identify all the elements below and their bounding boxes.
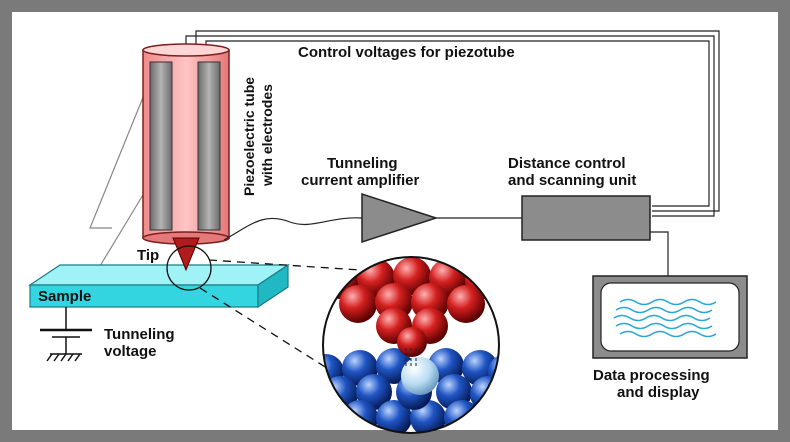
amplifier-label-2: current amplifier xyxy=(301,172,420,189)
distance-control-label-2: and scanning unit xyxy=(508,172,636,189)
sample-label: Sample xyxy=(38,288,91,305)
tunneling-voltage-label-1: Tunneling xyxy=(104,326,175,343)
electrode-left xyxy=(149,61,173,231)
zoom-line-top xyxy=(208,259,361,271)
tunneling-voltage-label-2: voltage xyxy=(104,343,157,360)
sample-block xyxy=(28,263,290,309)
highlighted-sample-atom xyxy=(401,357,439,395)
zoom-line-bottom xyxy=(199,287,331,371)
display-screen xyxy=(600,282,740,352)
atomic-zoom-view xyxy=(322,256,500,434)
tunneling-current-lines xyxy=(405,348,417,366)
piezo-tube-label-2: with electrodes xyxy=(259,84,275,187)
distance-control-unit xyxy=(521,195,651,241)
tip-label: Tip xyxy=(137,247,159,264)
control-voltages-label: Control voltages for piezotube xyxy=(298,44,515,61)
current-amplifier xyxy=(361,192,439,244)
control-to-display-wire xyxy=(650,231,669,276)
electrode-right xyxy=(197,61,221,231)
signal-wire xyxy=(223,217,363,241)
sample-atoms xyxy=(323,348,499,433)
display-label-2: and display xyxy=(617,384,700,401)
display-monitor xyxy=(592,275,748,359)
tip-highlight-circle xyxy=(166,245,212,291)
voltage-source-symbol xyxy=(40,307,92,362)
scan-lines xyxy=(613,298,717,338)
distance-control-label-1: Distance control xyxy=(508,155,626,172)
piezo-tube xyxy=(142,43,230,245)
amplifier-label-1: Tunneling xyxy=(327,155,398,172)
display-label-1: Data processing xyxy=(593,367,710,384)
tube-support-lines xyxy=(89,89,147,267)
piezo-tube-label-1: Piezoelectric tube xyxy=(241,77,257,196)
